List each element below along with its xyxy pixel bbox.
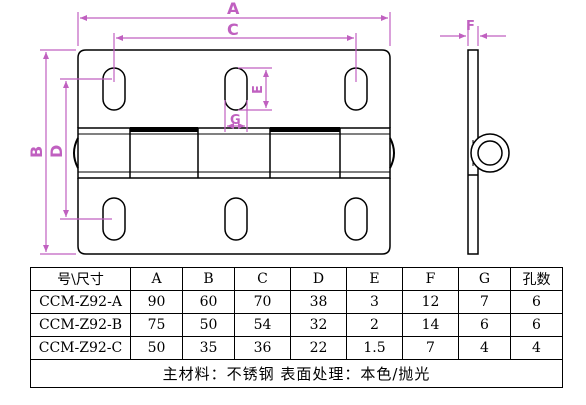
header-f: F xyxy=(402,267,459,291)
table-cell: 60 xyxy=(182,290,235,314)
table-cell: 6 xyxy=(458,313,511,337)
dim-label-a: A xyxy=(227,0,240,18)
header-b: B xyxy=(182,267,235,291)
dim-label-b: B xyxy=(27,146,46,158)
dim-label-g: G xyxy=(230,113,241,128)
table-cell: 36 xyxy=(234,336,291,360)
spec-table: 号\尺寸 A B C D E F G 孔数 CCM-Z92-A 90 60 70… xyxy=(30,267,563,388)
table-cell: 22 xyxy=(290,336,347,360)
header-c: C xyxy=(234,267,291,291)
hinge-technical-drawing: A C B D E G F xyxy=(27,0,510,255)
cell-model: CCM-Z92-B xyxy=(30,313,131,337)
table-row: CCM-Z92-B 75 50 54 32 2 14 6 6 xyxy=(30,313,563,337)
table-cell: 3 xyxy=(346,290,403,314)
table-cell: 7 xyxy=(458,290,511,314)
header-d: D xyxy=(290,267,347,291)
table-footer-row: 主材料：不锈钢 表面处理：本色/抛光 xyxy=(30,359,563,388)
header-a: A xyxy=(130,267,183,291)
table-header-row: 号\尺寸 A B C D E F G 孔数 xyxy=(30,267,563,291)
table-cell: 6 xyxy=(510,290,563,314)
table-cell: 50 xyxy=(182,313,235,337)
table-cell: 70 xyxy=(234,290,291,314)
table-cell: 6 xyxy=(510,313,563,337)
slot-top-middle xyxy=(224,67,248,111)
header-e: E xyxy=(346,267,403,291)
dim-label-d: D xyxy=(47,145,66,158)
cell-model: CCM-Z92-C xyxy=(30,336,131,360)
table-cell: 90 xyxy=(130,290,183,314)
table-cell: 54 xyxy=(234,313,291,337)
cell-model: CCM-Z92-A xyxy=(30,290,131,314)
dim-label-f: F xyxy=(466,19,475,34)
table-cell: 50 xyxy=(130,336,183,360)
table-cell: 14 xyxy=(402,313,459,337)
hinge-side-view xyxy=(467,49,510,255)
hinge-front-view xyxy=(73,49,395,255)
table-cell: 35 xyxy=(182,336,235,360)
material-finish-note: 主材料：不锈钢 表面处理：本色/抛光 xyxy=(30,359,563,388)
header-hole-count: 孔数 xyxy=(510,267,563,291)
slot-bottom-right xyxy=(344,197,368,241)
table-cell: 12 xyxy=(402,290,459,314)
table-row: CCM-Z92-A 90 60 70 38 3 12 7 6 xyxy=(30,290,563,314)
table-cell: 1.5 xyxy=(346,336,403,360)
table-cell: 7 xyxy=(402,336,459,360)
header-g: G xyxy=(458,267,511,291)
dim-label-c: C xyxy=(227,20,239,39)
table-cell: 75 xyxy=(130,313,183,337)
table-cell: 4 xyxy=(510,336,563,360)
dimension-lines xyxy=(40,12,506,255)
table-row: CCM-Z92-C 50 35 36 22 1.5 7 4 4 xyxy=(30,336,563,360)
table-cell: 2 xyxy=(346,313,403,337)
table-cell: 38 xyxy=(290,290,347,314)
header-model-size: 号\尺寸 xyxy=(30,267,131,291)
slot-bottom-middle xyxy=(224,197,248,241)
dim-label-e: E xyxy=(251,85,266,94)
table-cell: 4 xyxy=(458,336,511,360)
table-cell: 32 xyxy=(290,313,347,337)
